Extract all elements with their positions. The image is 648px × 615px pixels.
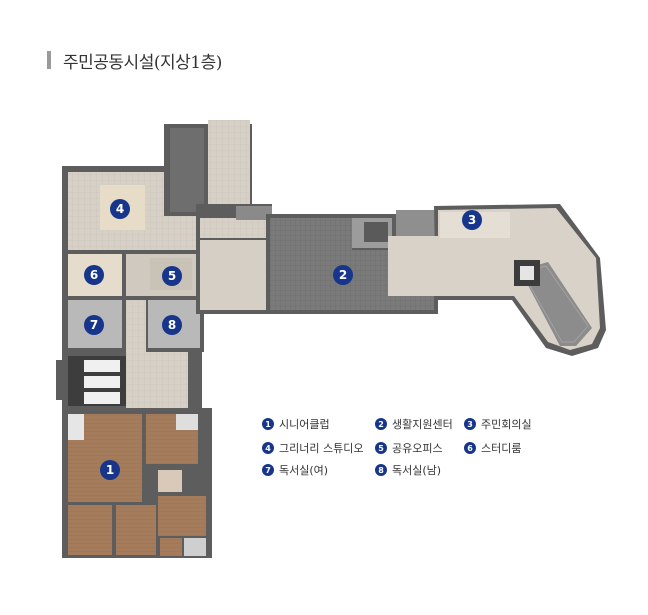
floor-plan-top-block bbox=[164, 120, 252, 216]
legend-item-4: 4 그리너리 스튜디오 bbox=[262, 440, 363, 456]
legend-label: 시니어클럽 bbox=[279, 418, 330, 431]
legend-item-3: 3 주민회의실 bbox=[464, 416, 532, 432]
room-marker-7: 7 bbox=[84, 315, 104, 335]
svg-text:4: 4 bbox=[116, 202, 124, 216]
legend-badge: 6 bbox=[464, 442, 476, 454]
legend-badge: 8 bbox=[375, 464, 387, 476]
floor-plan-middle bbox=[196, 204, 272, 314]
legend-item-2: 2 생활지원센터 bbox=[375, 416, 453, 432]
floor-plan-support-center bbox=[266, 210, 438, 314]
svg-text:1: 1 bbox=[106, 463, 114, 477]
room-marker-6: 6 bbox=[84, 265, 104, 285]
svg-text:3: 3 bbox=[468, 213, 476, 227]
legend-badge: 5 bbox=[375, 442, 387, 454]
section-header: 주민공동시설(지상1층) bbox=[47, 48, 222, 73]
room-marker-5: 5 bbox=[162, 266, 182, 286]
legend-badge: 3 bbox=[464, 418, 476, 430]
room-markers: 1 2 3 4 5 6 7 8 bbox=[84, 199, 482, 480]
legend-badge: 4 bbox=[262, 442, 274, 454]
legend-item-7: 7 독서실(여) bbox=[262, 462, 328, 478]
legend-label: 독서실(남) bbox=[392, 464, 442, 477]
legend-item-5: 5 공유오피스 bbox=[375, 440, 443, 456]
room-marker-3: 3 bbox=[462, 210, 482, 230]
floor-plan-senior-club bbox=[62, 408, 212, 558]
legend-item-8: 8 독서실(남) bbox=[375, 462, 441, 478]
svg-text:2: 2 bbox=[339, 268, 347, 282]
page-title: 주민공동시설(지상1층) bbox=[63, 52, 222, 73]
svg-text:8: 8 bbox=[168, 318, 176, 332]
legend-badge: 7 bbox=[262, 464, 274, 476]
legend-label: 생활지원센터 bbox=[392, 418, 453, 431]
svg-text:5: 5 bbox=[168, 269, 176, 283]
header-accent-bar bbox=[47, 51, 51, 69]
legend-label: 독서실(여) bbox=[279, 464, 329, 477]
room-marker-8: 8 bbox=[162, 315, 182, 335]
legend-label: 그리너리 스튜디오 bbox=[279, 442, 364, 455]
legend-item-1: 1 시니어클럽 bbox=[262, 416, 330, 432]
svg-text:7: 7 bbox=[90, 318, 98, 332]
svg-text:6: 6 bbox=[90, 268, 98, 282]
room-marker-4: 4 bbox=[110, 199, 130, 219]
legend-badge: 1 bbox=[262, 418, 274, 430]
room-marker-1: 1 bbox=[100, 460, 120, 480]
legend-badge: 2 bbox=[375, 418, 387, 430]
room-marker-2: 2 bbox=[333, 265, 353, 285]
legend-label: 스터디룸 bbox=[481, 442, 522, 455]
floor-plan-lower-left bbox=[56, 352, 202, 410]
floor-plan-meeting-room bbox=[388, 204, 606, 356]
legend-label: 주민회의실 bbox=[481, 418, 532, 431]
legend-item-6: 6 스터디룸 bbox=[464, 440, 521, 456]
legend-label: 공유오피스 bbox=[392, 442, 443, 455]
